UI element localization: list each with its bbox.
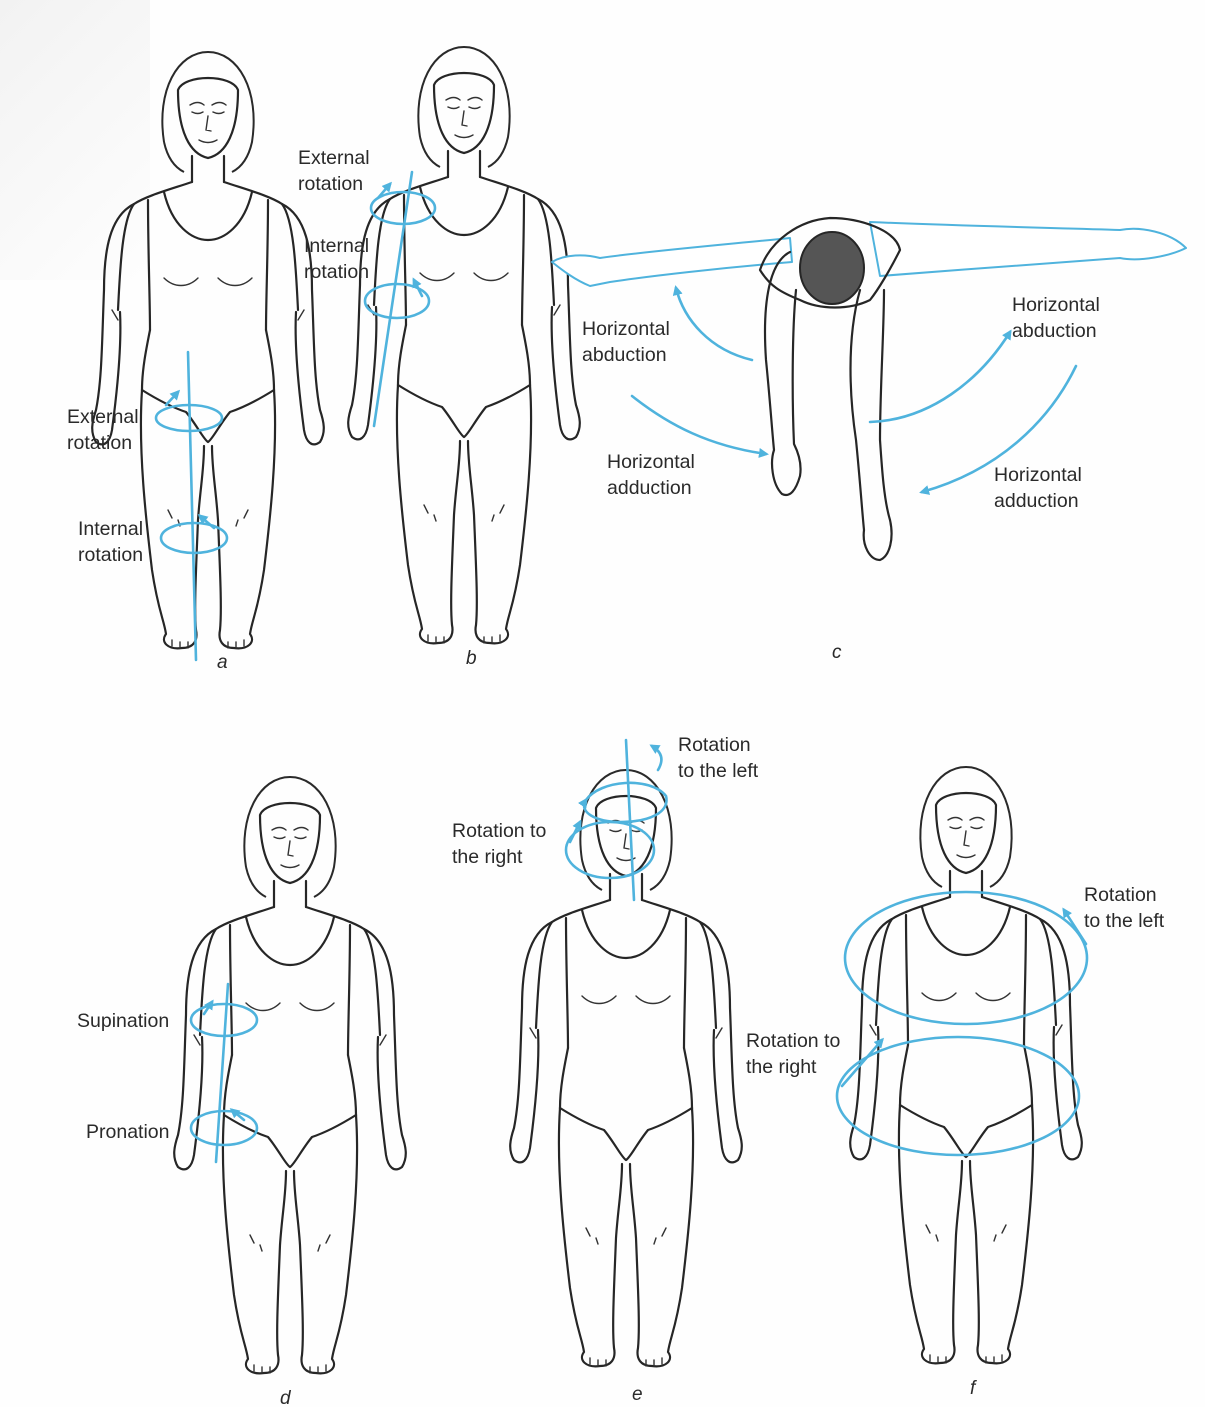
panel-b-caption: b — [466, 648, 477, 670]
panel-b-external-rotation-label: External rotation — [298, 145, 370, 197]
panel-a-external-rotation-label: External rotation — [67, 404, 139, 456]
figure-a — [92, 52, 324, 660]
panel-e-rotation-right-label: Rotation to the right — [452, 818, 546, 870]
figure-d — [174, 777, 406, 1373]
panel-f-rotation-right-label: Rotation to the right — [746, 1028, 840, 1080]
panel-f-rotation-left-label: Rotation to the left — [1084, 882, 1164, 934]
panel-e-rotation-left-label: Rotation to the left — [678, 732, 758, 784]
panel-b-internal-rotation-label: Internal rotation — [304, 233, 369, 285]
panel-a-caption: a — [217, 652, 228, 674]
panel-c-horizontal-abduction-left-label: Horizontal abduction — [582, 316, 670, 368]
panel-c-caption: c — [832, 642, 842, 664]
panel-d-supination-label: Supination — [77, 1008, 169, 1034]
panel-c-horizontal-abduction-right-label: Horizontal abduction — [1012, 292, 1100, 344]
panel-c-horizontal-adduction-left-label: Horizontal adduction — [607, 449, 695, 501]
panel-c-horizontal-adduction-right-label: Horizontal adduction — [994, 462, 1082, 514]
panel-e-caption: e — [632, 1384, 643, 1406]
figure-c — [552, 218, 1186, 560]
panel-f-caption: f — [970, 1378, 975, 1400]
panel-d-pronation-label: Pronation — [86, 1119, 169, 1145]
panel-a-internal-rotation-label: Internal rotation — [78, 516, 143, 568]
figure-f — [837, 767, 1087, 1363]
figure-b — [348, 47, 580, 643]
